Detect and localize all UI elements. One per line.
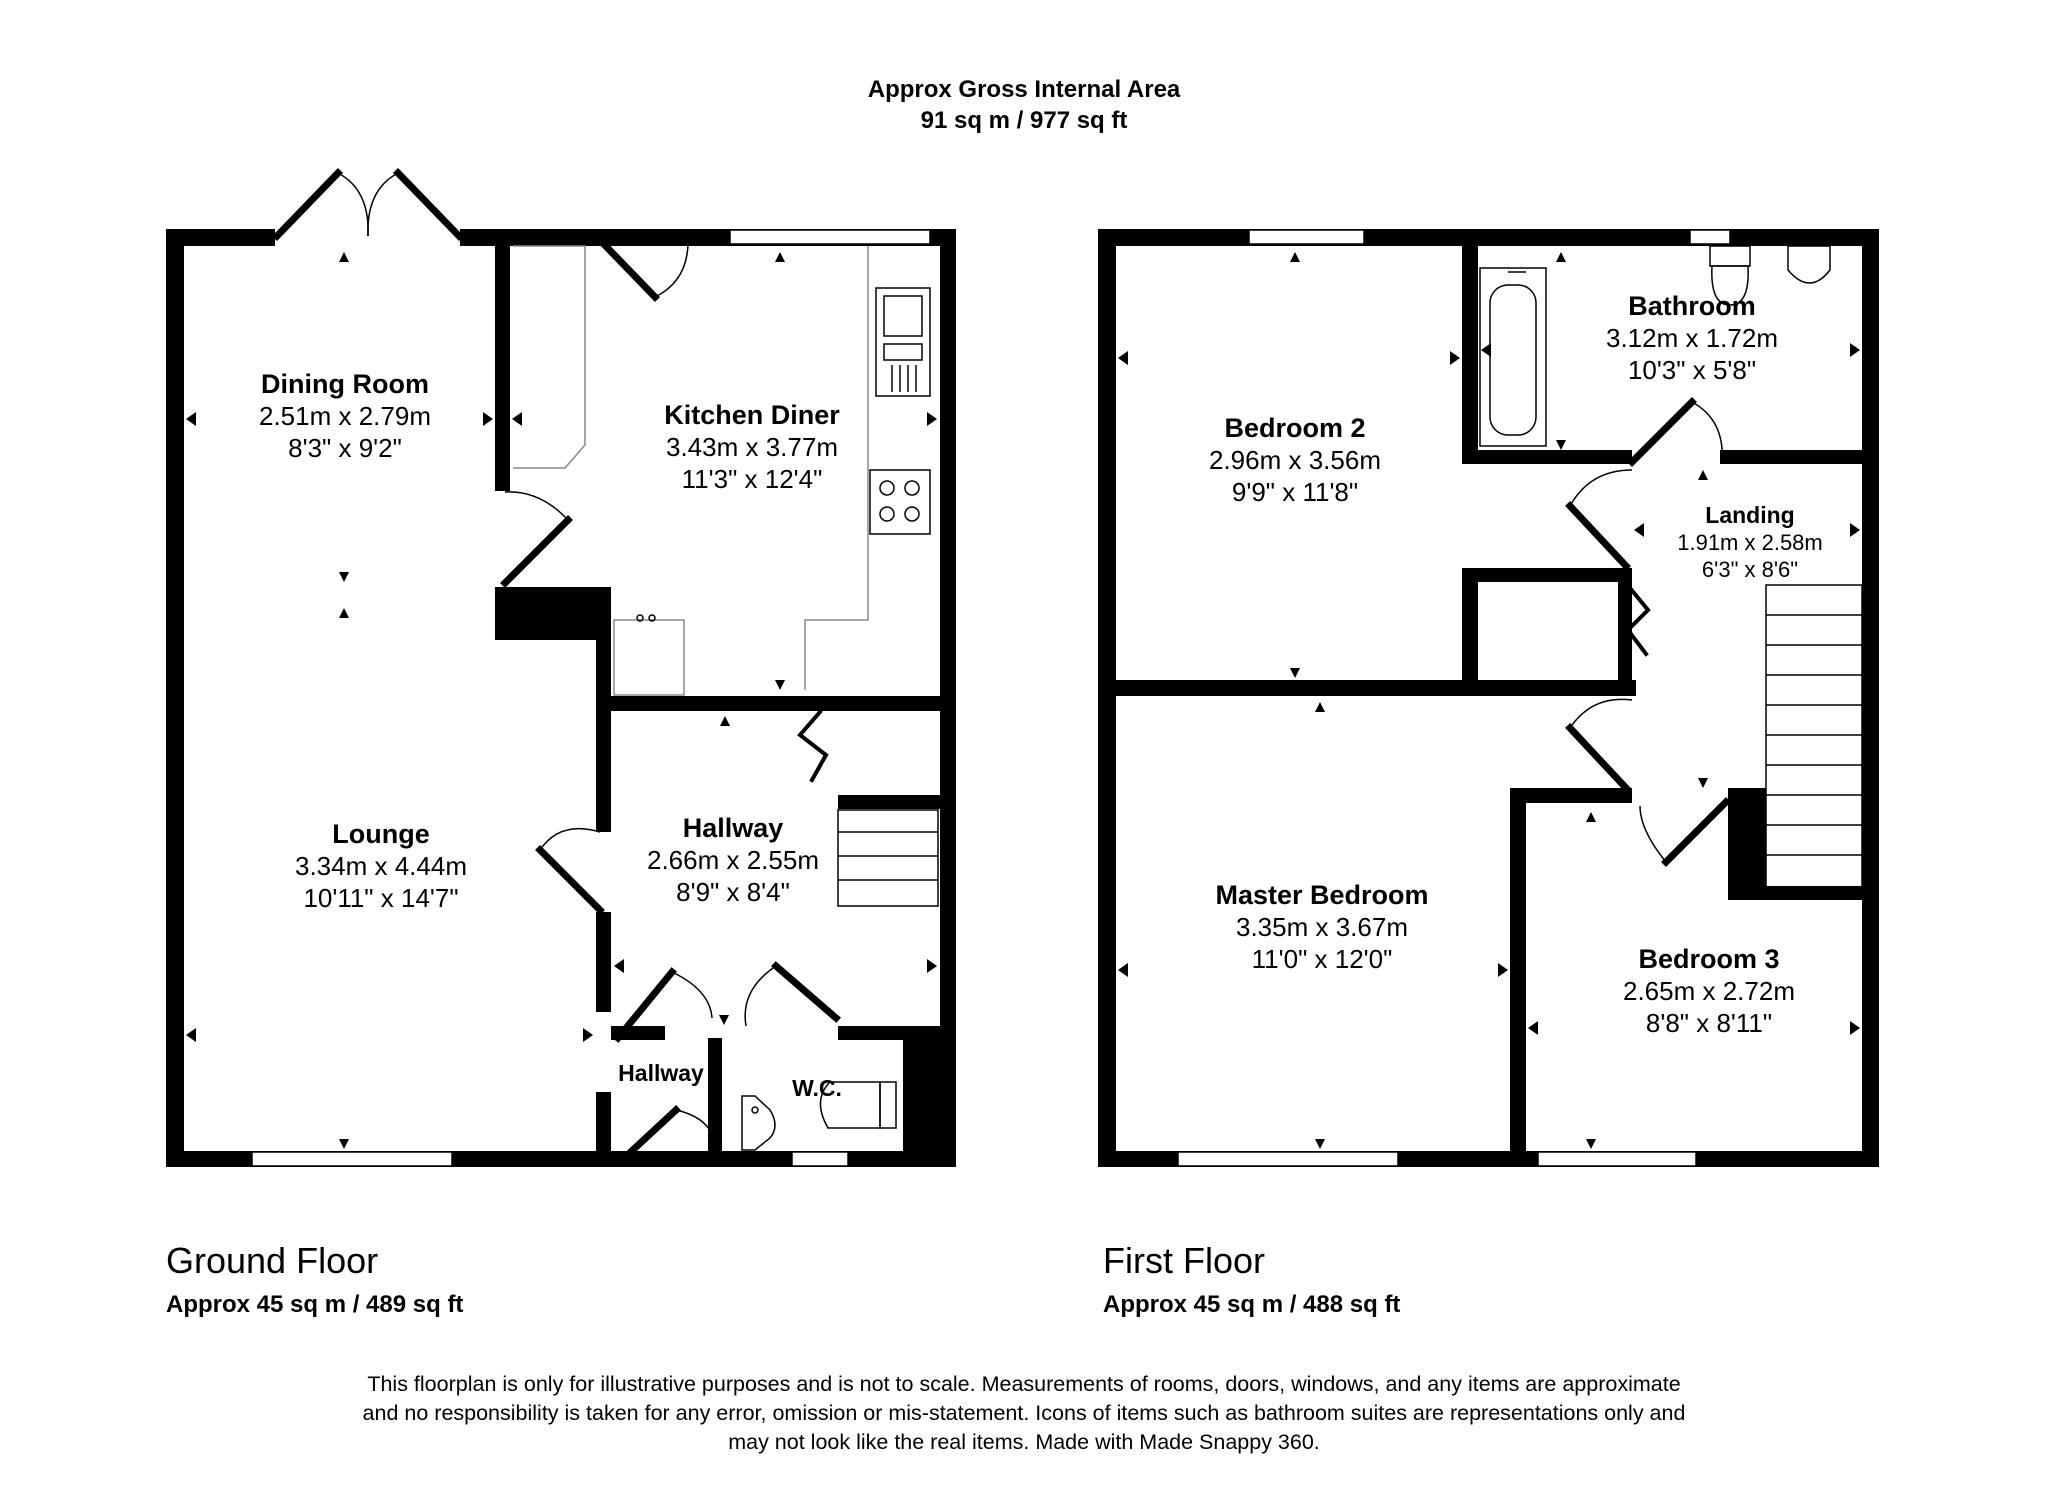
lounge-metric: 3.34m x 4.44m [295, 851, 467, 881]
master-bedroom-window [1177, 1151, 1399, 1167]
gross-area-header: Approx Gross Internal Area 91 sq m / 977… [0, 74, 2048, 136]
bedroom-2-name: Bedroom 2 [1224, 413, 1365, 443]
landing-metric: 1.91m x 2.58m [1677, 530, 1823, 555]
wc-window [791, 1151, 849, 1167]
hallway-name: Hallway [683, 813, 784, 843]
bedroom-3-name: Bedroom 3 [1638, 944, 1779, 974]
header-title: Approx Gross Internal Area [867, 76, 1181, 103]
small-hallway-name: Hallway [618, 1060, 704, 1086]
dining-room-metric: 2.51m x 2.79m [259, 401, 431, 431]
toilet-icon [819, 1081, 881, 1129]
bedroom2-window [1248, 229, 1365, 245]
dining-room-name: Dining Room [261, 369, 429, 399]
lounge-window [251, 1151, 453, 1167]
bedroom3-window [1537, 1151, 1697, 1167]
disclaimer-line-3: may not look like the real items. Made w… [728, 1430, 1320, 1454]
first-floor-title: First Floor [1103, 1240, 1265, 1281]
dining-room-imperial: 8'3" x 9'2" [288, 433, 402, 463]
basin-icon [741, 1095, 776, 1151]
bedroom-2-imperial: 9'9" x 11'8" [1232, 477, 1358, 507]
master-bedroom-name: Master Bedroom [1215, 880, 1428, 910]
ground-floor-plan: Dining Room 2.51m x 2.79m 8'3" x 9'2" Ki… [166, 168, 956, 1167]
bathroom-name: Bathroom [1628, 291, 1756, 321]
landing-name: Landing [1705, 502, 1794, 528]
bedroom-2-metric: 2.96m x 3.56m [1209, 445, 1381, 475]
master-bedroom-imperial: 11'0" x 12'0" [1252, 944, 1393, 974]
master-bedroom-metric: 3.35m x 3.67m [1236, 912, 1408, 942]
disclaimer-line-1: This floorplan is only for illustrative … [367, 1372, 1681, 1396]
kitchen-diner-name: Kitchen Diner [664, 400, 840, 430]
hob-icon [869, 469, 931, 535]
first-floor-area: Approx 45 sq m / 488 sq ft [1103, 1291, 1401, 1318]
landing-imperial: 6'3" x 8'6" [1702, 557, 1798, 582]
disclaimer-line-2: and no responsibility is taken for any e… [362, 1401, 1686, 1425]
hallway-imperial: 8'9" x 8'4" [676, 877, 790, 907]
toilet-icon-upper [1709, 245, 1751, 267]
first-floor-plan: Bedroom 2 2.96m x 3.56m 9'9" x 11'8" Bat… [1098, 229, 1879, 1167]
bedroom-3-imperial: 8'8" x 8'11" [1646, 1008, 1772, 1038]
kitchen-diner-imperial: 11'3" x 12'4" [682, 464, 823, 494]
header-total-area: 91 sq m / 977 sq ft [920, 107, 1128, 134]
kitchen-window [729, 229, 931, 245]
sink-icon [875, 287, 931, 397]
bedroom-3-metric: 2.65m x 2.72m [1623, 976, 1795, 1006]
bath-icon [1479, 267, 1547, 447]
lounge-name: Lounge [332, 819, 429, 849]
wc-name: W.C. [792, 1075, 842, 1101]
kitchen-diner-metric: 3.43m x 3.77m [666, 432, 838, 462]
bathroom-metric: 3.12m x 1.72m [1606, 323, 1778, 353]
bathroom-window [1689, 229, 1731, 245]
disclaimer: This floorplan is only for illustrative … [260, 1370, 1788, 1457]
bathroom-basin-icon [1787, 245, 1831, 284]
bathroom-imperial: 10'3" x 5'8" [1628, 355, 1756, 385]
hallway-metric: 2.66m x 2.55m [647, 845, 819, 875]
ground-floor-title: Ground Floor [166, 1240, 379, 1281]
ground-floor-area: Approx 45 sq m / 489 sq ft [166, 1291, 464, 1318]
lounge-imperial: 10'11" x 14'7" [303, 883, 458, 913]
